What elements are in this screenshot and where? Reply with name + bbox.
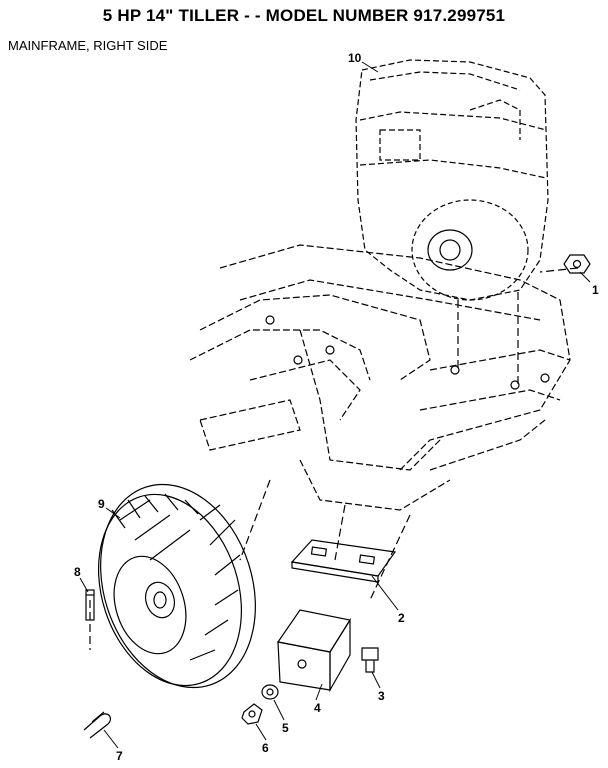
spacer-block-part-4	[276, 609, 351, 693]
callout-5: 5	[282, 721, 289, 735]
engine-flywheel	[411, 199, 529, 301]
callout-3: 3	[378, 689, 385, 703]
wheel-tire-part-9	[97, 483, 256, 689]
bracket-part-2	[290, 539, 397, 583]
clevis-pin-part-8	[85, 589, 95, 621]
page-title: 5 HP 14" TILLER - - MODEL NUMBER 917.299…	[102, 6, 506, 25]
washer-part-5	[261, 684, 279, 700]
callout-2: 2	[398, 611, 405, 625]
callout-leaders	[79, 61, 591, 749]
callout-1: 1	[592, 283, 599, 297]
hairpin-clip-part-7	[83, 711, 112, 739]
callout-8: 8	[74, 565, 81, 579]
page-subtitle: MAINFRAME, RIGHT SIDE	[8, 38, 168, 53]
callout-4: 4	[314, 701, 321, 715]
hex-nut-part-1	[563, 254, 591, 274]
mainframe	[189, 244, 571, 511]
callout-9: 9	[98, 497, 105, 511]
callout-7: 7	[116, 749, 123, 763]
frame-bolt-holes	[265, 315, 550, 390]
engine	[355, 59, 549, 301]
callout-10: 10	[348, 51, 362, 65]
locknut-part-6	[241, 703, 263, 725]
hardware-leaders	[89, 267, 579, 650]
callout-6: 6	[262, 741, 269, 755]
bolt-part-3	[361, 647, 379, 673]
